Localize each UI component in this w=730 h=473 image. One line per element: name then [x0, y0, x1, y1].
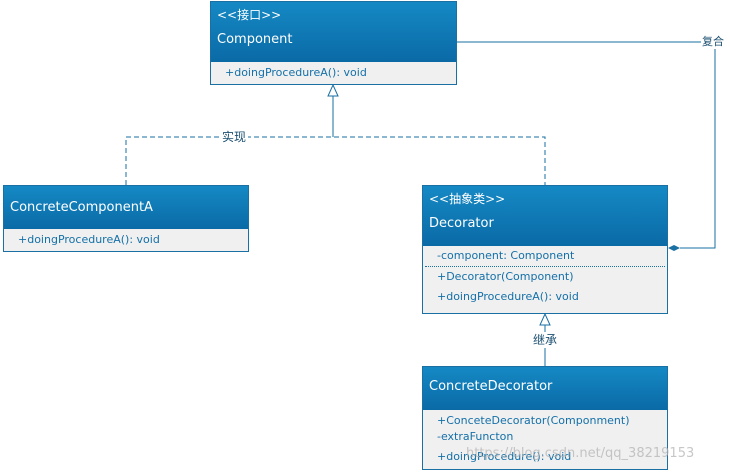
decorator-name: Decorator — [429, 216, 494, 231]
concrete-decorator-member: +doingProcedure(): void — [437, 450, 572, 463]
composition-label: 复合 — [701, 35, 725, 49]
concrete-component-class[interactable]: ConcreteComponentA +doingProcedureA(): v… — [3, 185, 249, 252]
decorator-attribute: -component: Component — [437, 249, 575, 262]
concrete-component-name: ConcreteComponentA — [10, 200, 153, 215]
decorator-method-procedure: +doingProcedureA(): void — [437, 290, 579, 303]
concrete-component-method: +doingProcedureA(): void — [18, 233, 160, 246]
component-stereotype: <<接口>> — [217, 8, 282, 22]
realization-edge — [125, 136, 546, 185]
concrete-component-header: ConcreteComponentA — [4, 186, 248, 229]
watermark: https://blog.csdn.net/qq_38219153 — [466, 446, 695, 461]
decorator-class[interactable]: <<抽象类>> Decorator -component: Component … — [422, 185, 668, 314]
concrete-decorator-name: ConcreteDecorator — [429, 379, 553, 394]
concrete-decorator-header: ConcreteDecorator — [423, 367, 667, 410]
decorator-header: <<抽象类>> Decorator — [423, 186, 667, 246]
concrete-decorator-member: -extraFuncton — [437, 430, 514, 443]
inheritance-label: 继承 — [532, 332, 559, 348]
decorator-method-constructor: +Decorator(Component) — [437, 270, 574, 283]
composition-edge — [457, 41, 716, 249]
concrete-decorator-member: +ConceteDecorator(Componment) — [437, 414, 630, 427]
realization-arrowhead — [327, 83, 339, 97]
component-method: +doingProcedureA(): void — [225, 66, 367, 79]
component-name: Component — [217, 32, 293, 47]
component-class[interactable]: <<接口>> Component +doingProcedureA(): voi… — [210, 1, 457, 85]
component-header: <<接口>> Component — [211, 2, 456, 62]
realization-label: 实现 — [220, 130, 249, 144]
concrete-decorator-class[interactable]: ConcreteDecorator +ConceteDecorator(Comp… — [422, 366, 668, 470]
decorator-stereotype: <<抽象类>> — [429, 192, 506, 206]
decorator-separator — [425, 266, 665, 267]
composition-diamond — [668, 245, 680, 251]
inheritance-arrowhead — [539, 312, 551, 326]
